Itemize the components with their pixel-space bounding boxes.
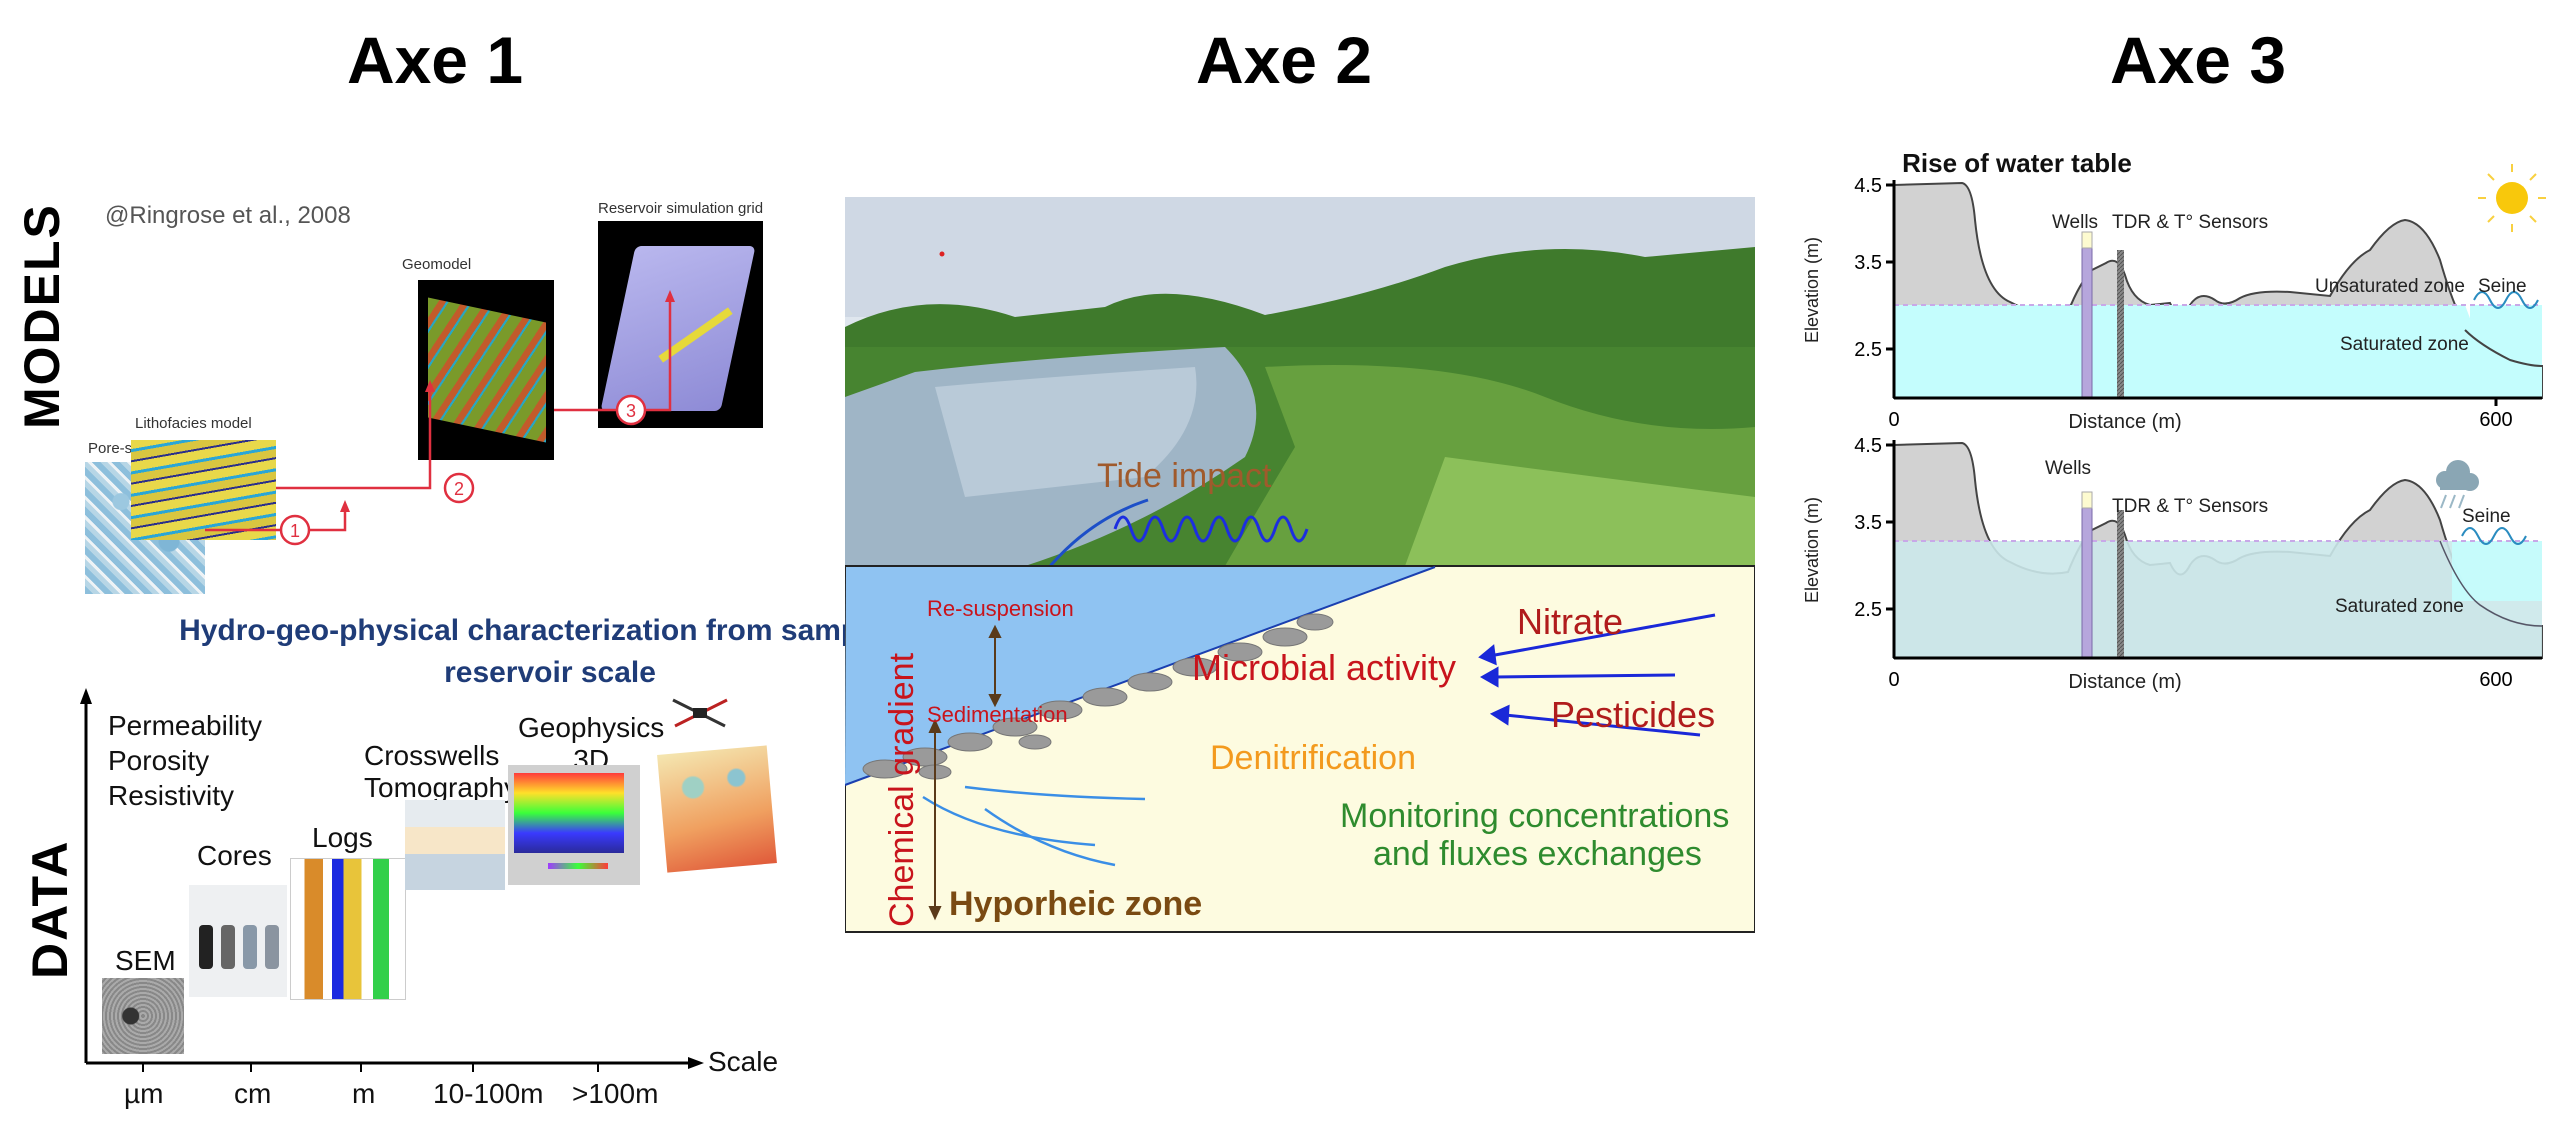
plot-wet-conditions: 4.5 3.5 2.5 0 600 Distance (m) Elevation… <box>1802 435 2543 693</box>
seine-wave-icon <box>2461 527 2527 545</box>
sensors-label: TDR & T° Sensors <box>2112 496 2268 517</box>
resuspension-label: Re-suspension <box>927 596 1074 621</box>
inflow-arrows <box>1478 613 1716 737</box>
lithofacies-model-image <box>131 440 276 540</box>
step-2-circle: 2 <box>443 472 475 504</box>
citation: @Ringrose et al., 2008 <box>105 202 351 229</box>
tick-um: µm <box>124 1078 164 1109</box>
tick-cm: cm <box>234 1078 272 1109</box>
tick-over-100m: >100m <box>572 1078 659 1109</box>
x-axis-label: Distance (m) <box>2068 671 2181 693</box>
x-axis-label: Distance (m) <box>2068 411 2181 433</box>
lithofacies-label: Lithofacies model <box>135 415 252 432</box>
tick-m: m <box>352 1078 376 1109</box>
hyporheic-zone-label: Hyporheic zone <box>949 885 1202 923</box>
ytick-4-5: 4.5 <box>1854 435 1882 457</box>
chemical-gradient-label: Chemical gradient <box>883 652 921 927</box>
ytick-3-5: 3.5 <box>1854 252 1882 274</box>
geomodel-image <box>418 280 554 460</box>
property-resistivity: Resistivity <box>108 780 235 811</box>
monitoring-label-line-2: and fluxes exchanges <box>1373 835 1702 873</box>
saturated-zone-label: Saturated zone <box>2335 596 2464 617</box>
logs-image <box>290 858 406 1000</box>
tide-impact-label: Tide impact <box>1097 457 1272 495</box>
ytick-3-5: 3.5 <box>1854 512 1882 534</box>
svg-text:1: 1 <box>290 521 300 541</box>
cores-image <box>189 885 287 997</box>
y-axis-label: Elevation (m) <box>1802 497 1822 603</box>
axe-1-caption: Hydro-geo-physical characterization from… <box>150 610 950 694</box>
monitoring-label-line-1: Monitoring concentrations <box>1340 797 1729 835</box>
xtick-600: 600 <box>2479 409 2512 431</box>
reservoir-grid-image <box>598 221 763 428</box>
svg-text:3: 3 <box>626 401 636 421</box>
water-table-title: Rise of water table <box>1902 148 2132 178</box>
geophysics-3d-image <box>508 765 640 885</box>
hyporheic-diagram: Tide impact <box>845 197 1755 933</box>
plot-dry-conditions: 4.5 3.5 2.5 0 600 Distance (m) Elevation… <box>1802 164 2546 433</box>
xtick-600: 600 <box>2479 669 2512 691</box>
ytick-2-5: 2.5 <box>1854 339 1882 361</box>
gradient-arrow <box>928 718 942 921</box>
saturated-zone-label: Saturated zone <box>2340 334 2469 355</box>
seine-wave-icon <box>2473 291 2539 309</box>
logs-label: Logs <box>312 822 373 853</box>
scale-axes <box>80 688 704 1072</box>
wells-label: Wells <box>2052 212 2098 233</box>
hyporheic-section: Re-suspension Sedimentation Microbial ac… <box>845 565 1755 933</box>
reservoir-grid-label: Reservoir simulation grid <box>598 200 764 217</box>
cores-label: Cores <box>197 840 272 871</box>
caption-line-1: Hydro-geo-physical characterization from… <box>179 614 921 647</box>
resuspension-arrow <box>988 624 1002 708</box>
axe-3-title: Axe 3 <box>2109 23 2287 97</box>
sedimentation-label: Sedimentation <box>927 702 1068 727</box>
ytick-2-5: 2.5 <box>1854 599 1882 621</box>
xtick-0: 0 <box>1888 409 1899 431</box>
geomodel-label: Geomodel <box>402 256 472 273</box>
sem-label: SEM <box>115 945 176 976</box>
step-1-circle: 1 <box>279 514 311 546</box>
sensors-label: TDR & T° Sensors <box>2112 212 2268 233</box>
step-3-circle: 3 <box>615 394 647 426</box>
scale-axis-label: Scale <box>708 1046 779 1077</box>
axe-1-title: Axe 1 <box>346 23 524 97</box>
unsaturated-zone-label: Unsaturated zone <box>2315 276 2465 297</box>
rain-cloud-icon <box>2436 460 2479 509</box>
drone-icon <box>665 690 735 736</box>
sun-icon <box>2478 164 2546 232</box>
denitrification-label: Denitrification <box>1210 739 1416 777</box>
axe-2-title: Axe 2 <box>1195 23 1373 97</box>
seine-label: Seine <box>2478 276 2527 297</box>
y-axis-label: Elevation (m) <box>1802 237 1822 343</box>
xtick-0: 0 <box>1888 669 1899 691</box>
crosswells-image <box>405 800 505 890</box>
svg-text:2: 2 <box>454 479 464 499</box>
model-steps-connectors: 1 2 3 <box>205 290 675 546</box>
tick-10-100m: 10-100m <box>433 1078 544 1109</box>
sem-image <box>102 978 184 1054</box>
pesticides-label: Pesticides <box>1551 694 1715 735</box>
seine-label: Seine <box>2462 506 2511 527</box>
wells-label: Wells <box>2045 458 2091 479</box>
nitrate-label: Nitrate <box>1517 601 1623 642</box>
caption-line-2: reservoir scale <box>444 656 656 689</box>
property-permeability: Permeability <box>108 710 263 741</box>
tide-wave-icon <box>1113 515 1309 543</box>
exchange-arrows <box>922 785 1146 867</box>
property-porosity: Porosity <box>108 745 210 776</box>
microbial-activity-label: Microbial activity <box>1192 647 1456 688</box>
ytick-4-5: 4.5 <box>1854 175 1882 197</box>
river-photo <box>845 197 1755 566</box>
